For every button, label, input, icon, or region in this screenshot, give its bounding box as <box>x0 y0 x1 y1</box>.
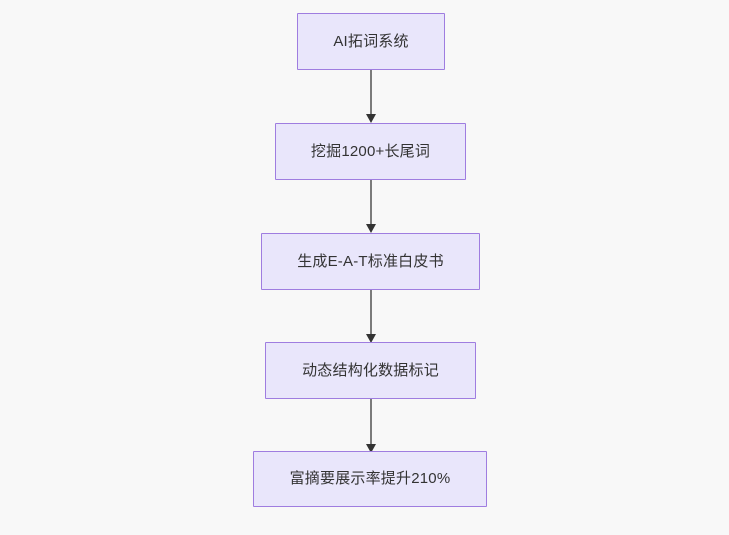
flowchart-edge-n4-n5 <box>370 399 372 446</box>
flowchart-node-n1[interactable]: AI拓词系统 <box>297 13 445 70</box>
flowchart-edge-n3-n4 <box>370 290 372 336</box>
flowchart-node-label: 生成E-A-T标准白皮书 <box>297 252 444 270</box>
flowchart-arrowhead-n4-n5 <box>365 444 376 453</box>
flowchart-node-n5[interactable]: 富摘要展示率提升210% <box>253 451 487 507</box>
flowchart-arrowhead-n2-n3 <box>365 224 376 233</box>
flowchart-edge-n2-n3 <box>370 180 372 226</box>
flowchart-node-label: 动态结构化数据标记 <box>302 361 439 379</box>
flowchart-node-label: AI拓词系统 <box>333 32 409 50</box>
flowchart-node-n2[interactable]: 挖掘1200+长尾词 <box>275 123 466 180</box>
flowchart-node-n4[interactable]: 动态结构化数据标记 <box>265 342 476 399</box>
flowchart-node-label: 挖掘1200+长尾词 <box>310 142 431 160</box>
flowchart-edge-n1-n2 <box>370 70 372 116</box>
flowchart-arrowhead-n3-n4 <box>365 334 376 343</box>
flowchart-node-n3[interactable]: 生成E-A-T标准白皮书 <box>261 233 480 290</box>
flowchart-node-label: 富摘要展示率提升210% <box>289 470 451 487</box>
flowchart-arrowhead-n1-n2 <box>365 114 376 123</box>
